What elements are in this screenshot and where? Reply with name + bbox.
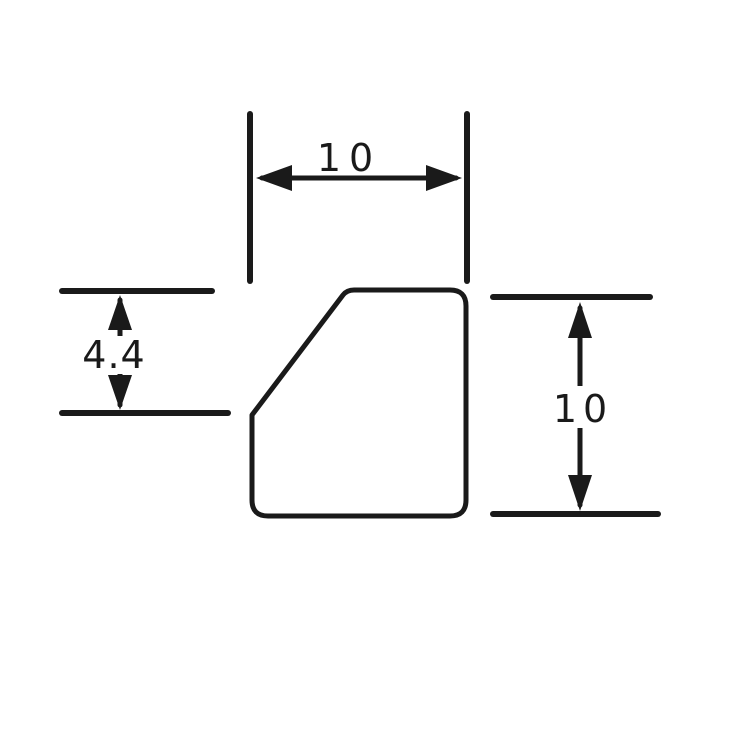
dimension-label-chamfer-height: 4.4 xyxy=(82,333,145,377)
dimension-label-top-width: 10 xyxy=(317,136,381,180)
chamfer-height-dimension: 4.4 xyxy=(59,288,231,416)
dimension-label-right-height: 10 xyxy=(553,387,613,431)
label-background xyxy=(84,336,144,374)
arrow-down-icon xyxy=(108,375,132,410)
arrow-down-icon xyxy=(568,475,592,511)
label-background xyxy=(552,386,612,428)
arrow-up-icon xyxy=(568,302,592,338)
part-outline xyxy=(249,287,469,519)
arrow-left-icon xyxy=(256,165,292,191)
arrow-up-icon xyxy=(108,295,132,330)
right-height-dimension: 10 xyxy=(490,294,661,517)
arrow-right-icon xyxy=(426,165,462,191)
top-width-dimension: 10 xyxy=(247,111,470,284)
